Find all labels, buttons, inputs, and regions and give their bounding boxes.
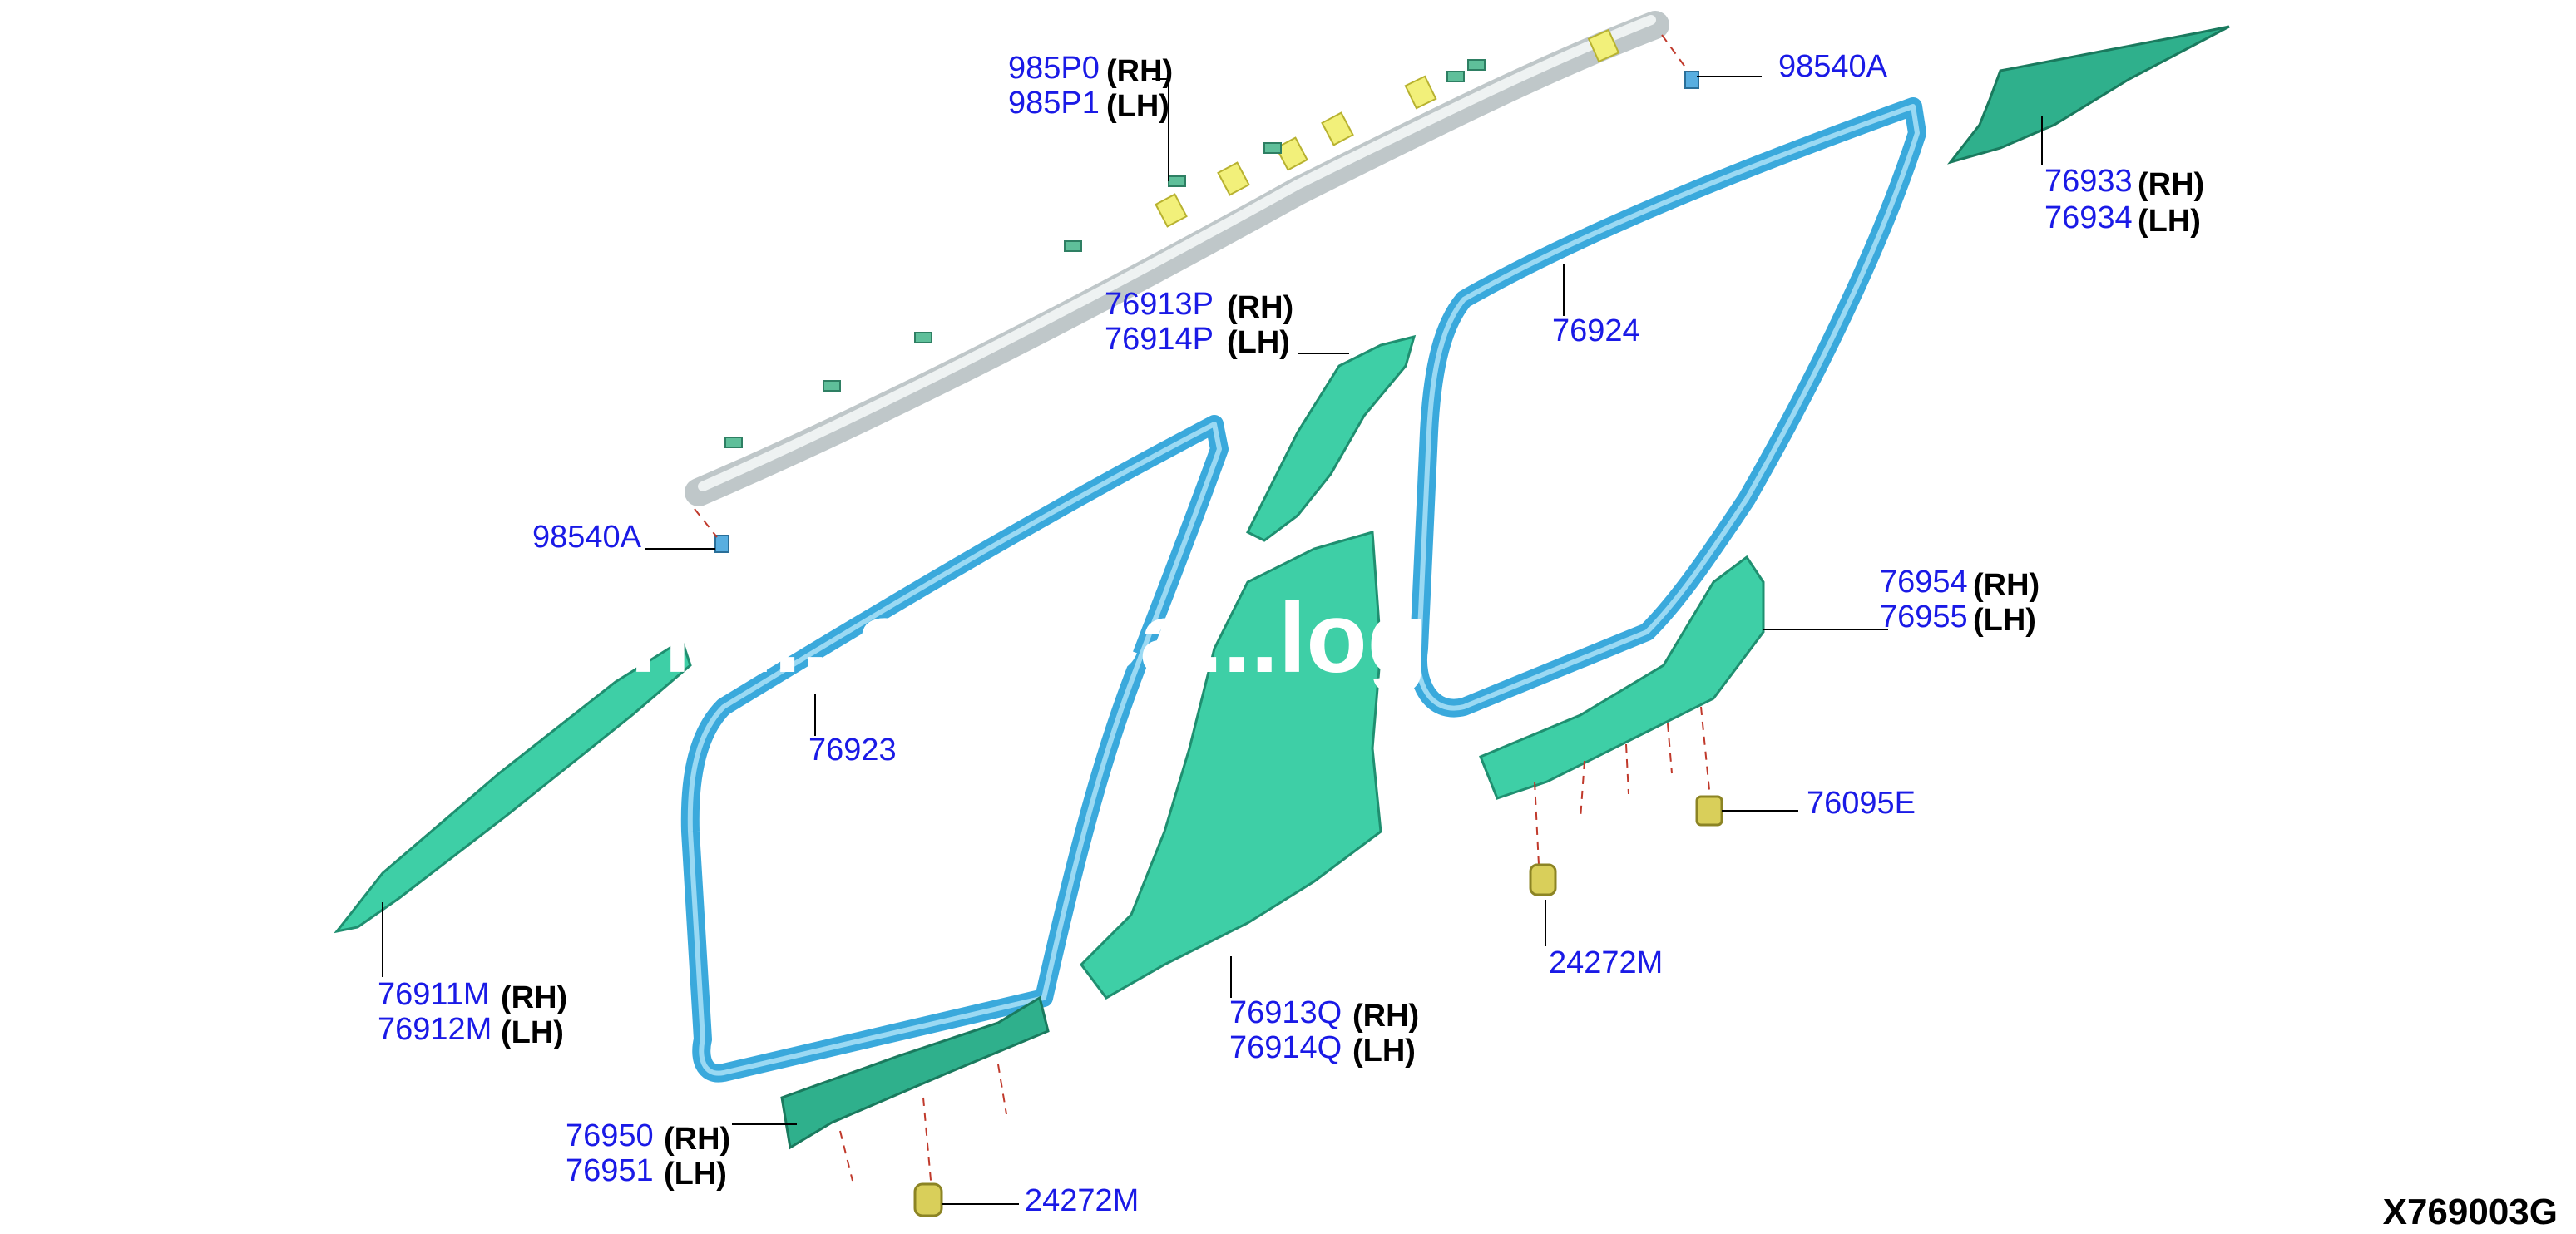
callout-clip-mid: 24272M	[1549, 945, 1663, 980]
callout-a-pillar: 76911M (RH) 76912M (LH)	[378, 977, 567, 1050]
clip-mid-part	[1529, 863, 1557, 896]
callout-front-kicking-plate: 76950 (RH) 76951 (LH)	[566, 1118, 730, 1192]
part-number-lh: 76914P	[1105, 322, 1214, 357]
callout-clip-front: 24272M	[1025, 1183, 1139, 1218]
c-pillar-upper-trim	[1947, 25, 2230, 165]
part-number-rh: 76913P	[1105, 287, 1214, 322]
leader-airbag	[1152, 78, 1169, 181]
side-rh: (RH)	[501, 980, 567, 1015]
part-number-lh: 76955	[1880, 600, 1968, 634]
side-rh: (RH)	[1106, 54, 1173, 89]
side-lh: (LH)	[2138, 204, 2201, 239]
callout-clip-rear: 76095E	[1807, 786, 1916, 821]
rear-door-weatherstrip	[1409, 97, 1926, 718]
callout-rear-door-weatherstrip: 76924	[1552, 313, 1640, 348]
rear-kicking-plate-clip-lines	[1534, 706, 1710, 866]
front-door-weatherstrip	[680, 415, 1229, 1083]
front-kicking-plate-clip-lines	[839, 1064, 1007, 1190]
part-number-lh: 76934	[2044, 200, 2133, 235]
side-rh: (RH)	[2138, 167, 2204, 202]
callout-b-pillar-lower: 76913Q (RH) 76914Q (LH)	[1229, 995, 1419, 1069]
rear-kicking-plate	[1479, 555, 1765, 800]
side-rh: (RH)	[1352, 999, 1419, 1034]
front-kicking-plate	[780, 995, 1050, 1150]
part-number-lh: 76951	[566, 1153, 654, 1188]
part-number-rh: 76911M	[378, 977, 490, 1012]
curtain-airbag	[685, 11, 1669, 506]
callout-airbag: 985P0 (RH) 985P1 (LH)	[1008, 51, 1173, 124]
side-lh: (LH)	[664, 1157, 727, 1192]
clip-front-part	[913, 1182, 943, 1217]
b-pillar-upper-trim	[1245, 334, 1417, 542]
part-number-rh: 76913Q	[1229, 995, 1342, 1030]
side-rh: (RH)	[1227, 290, 1293, 325]
part-number-rh: 76933	[2044, 164, 2133, 199]
bolt-top	[1661, 34, 1699, 89]
side-rh: (RH)	[1973, 568, 2040, 603]
clip-rear-part	[1695, 795, 1723, 827]
watermark: chi ... arts Ca...log P	[574, 582, 1522, 694]
callout-front-door-weatherstrip: 76923	[808, 733, 897, 768]
callout-rear-kicking-plate: 76954 (RH) 76955 (LH)	[1880, 565, 2040, 638]
callout-bolt-left: 98540A	[532, 520, 642, 555]
part-number-rh: 985P0	[1008, 51, 1100, 86]
side-lh: (LH)	[501, 1015, 564, 1050]
side-lh: (LH)	[1227, 325, 1290, 360]
side-lh: (LH)	[1352, 1034, 1416, 1069]
side-rh: (RH)	[664, 1122, 730, 1157]
side-lh: (LH)	[1106, 89, 1169, 124]
callout-b-pillar-upper: 76913P (RH) 76914P (LH)	[1105, 287, 1293, 360]
bolt-left	[694, 508, 729, 553]
callout-bolt-top: 98540A	[1778, 49, 1888, 84]
part-number-rh: 76954	[1880, 565, 1968, 600]
part-number-lh: 985P1	[1008, 86, 1100, 121]
callout-c-pillar-upper: 76933 (RH) 76934 (LH)	[2044, 164, 2204, 239]
part-number-lh: 76912M	[378, 1012, 492, 1047]
b-pillar-lower-trim	[1080, 531, 1382, 1000]
a-pillar-trim	[334, 638, 692, 934]
part-number-lh: 76914Q	[1229, 1030, 1342, 1065]
drawing-id: X769003G	[2383, 1192, 2558, 1232]
side-lh: (LH)	[1973, 603, 2036, 638]
part-number-rh: 76950	[566, 1118, 654, 1153]
